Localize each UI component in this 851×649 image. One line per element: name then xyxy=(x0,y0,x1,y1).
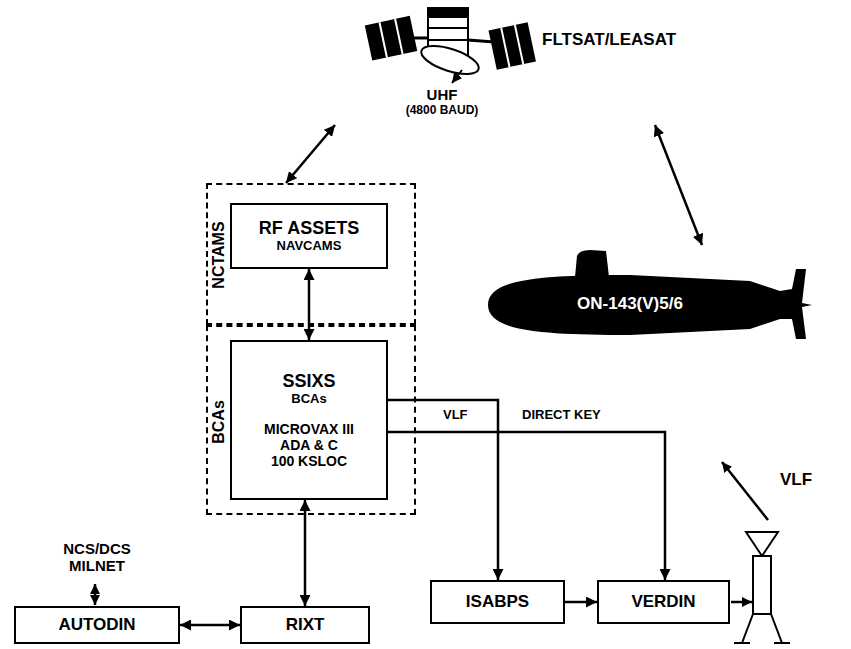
signal-label: VLF xyxy=(778,470,814,490)
edge-label: DIRECT KEY xyxy=(520,408,603,423)
antenna-foot xyxy=(774,642,790,644)
panel-divider xyxy=(501,28,509,67)
antenna-mast xyxy=(753,556,771,614)
node-title: VERDIN xyxy=(631,592,695,612)
node-title: ON-143(V)5/6 xyxy=(577,294,683,314)
panel-divider xyxy=(515,25,523,64)
antenna-illustration xyxy=(734,532,790,643)
process-box: RF ASSETSNAVCAMS xyxy=(230,203,388,269)
node-text: ADA & C xyxy=(280,437,338,453)
node-title: FLTSAT/LEASAT xyxy=(542,30,676,50)
body-band xyxy=(428,8,468,18)
node-title: NCTAMS xyxy=(210,221,228,288)
body-stripe xyxy=(428,27,468,29)
network-label: NCS/DCS MILNET xyxy=(47,540,147,575)
process-box: VERDIN xyxy=(597,580,730,624)
node-text: NAVCAMS xyxy=(277,239,342,254)
antenna-leg xyxy=(771,614,782,643)
panel-arm xyxy=(468,40,494,42)
body-stripe xyxy=(428,39,468,41)
connector-arrow xyxy=(304,500,307,606)
dish-antenna xyxy=(418,40,482,79)
satellite-node: FLTSAT/LEASAT UHF(4800 BAUD) xyxy=(330,0,700,125)
panel-body xyxy=(365,16,417,61)
submarine-hull xyxy=(488,269,812,339)
panel-divider xyxy=(379,22,386,57)
connector-arrow xyxy=(655,125,702,245)
connector-arrow xyxy=(308,269,311,340)
feed-arrow xyxy=(731,601,752,604)
connector-arrow xyxy=(388,400,498,580)
connector-arrow xyxy=(388,432,665,580)
panel-body xyxy=(488,22,535,69)
process-box: ISABPS xyxy=(430,580,565,624)
node-text: MICROVAX III xyxy=(264,421,354,437)
process-box: RIXT xyxy=(240,606,370,644)
satellite-illustration xyxy=(365,8,536,83)
connector-arrow xyxy=(565,601,597,604)
edge-label: VLF xyxy=(441,408,470,423)
node-text: 100 KSLOC xyxy=(271,453,347,469)
node-title: RIXT xyxy=(286,615,325,635)
submarine-tower xyxy=(575,250,609,277)
site-group: NCTAMSRF ASSETSNAVCAMS xyxy=(206,183,416,325)
node-title: BCAs xyxy=(210,400,228,444)
beam-arrow xyxy=(452,70,462,83)
node-title: RF ASSETS xyxy=(259,218,359,239)
process-box: AUTODIN xyxy=(14,606,180,644)
site-group: BCAsSSIXSBCAsMICROVAX IIIADA & C100 KSLO… xyxy=(206,325,416,515)
antenna-leg xyxy=(742,614,753,643)
network-arrow xyxy=(94,584,97,605)
connector-arrow xyxy=(180,624,240,627)
node-title: AUTODIN xyxy=(58,615,135,635)
solar-panel xyxy=(365,16,417,61)
node-title: SSIXS xyxy=(282,371,335,392)
panel-divider xyxy=(395,19,402,54)
antenna-top xyxy=(746,532,778,556)
vlf-arrow xyxy=(722,462,768,520)
node-title: ISABPS xyxy=(466,592,529,612)
connector-arrow xyxy=(286,125,335,183)
process-box: SSIXSBCAsMICROVAX IIIADA & C100 KSLOC xyxy=(230,340,388,500)
node-text: UHF xyxy=(427,86,458,103)
submarine-node: ON-143(V)5/6 xyxy=(480,245,815,345)
node-text: BCAs xyxy=(291,392,326,407)
antenna-foot xyxy=(734,642,750,644)
solar-panel xyxy=(488,22,535,69)
node-text: (4800 BAUD) xyxy=(406,104,479,118)
